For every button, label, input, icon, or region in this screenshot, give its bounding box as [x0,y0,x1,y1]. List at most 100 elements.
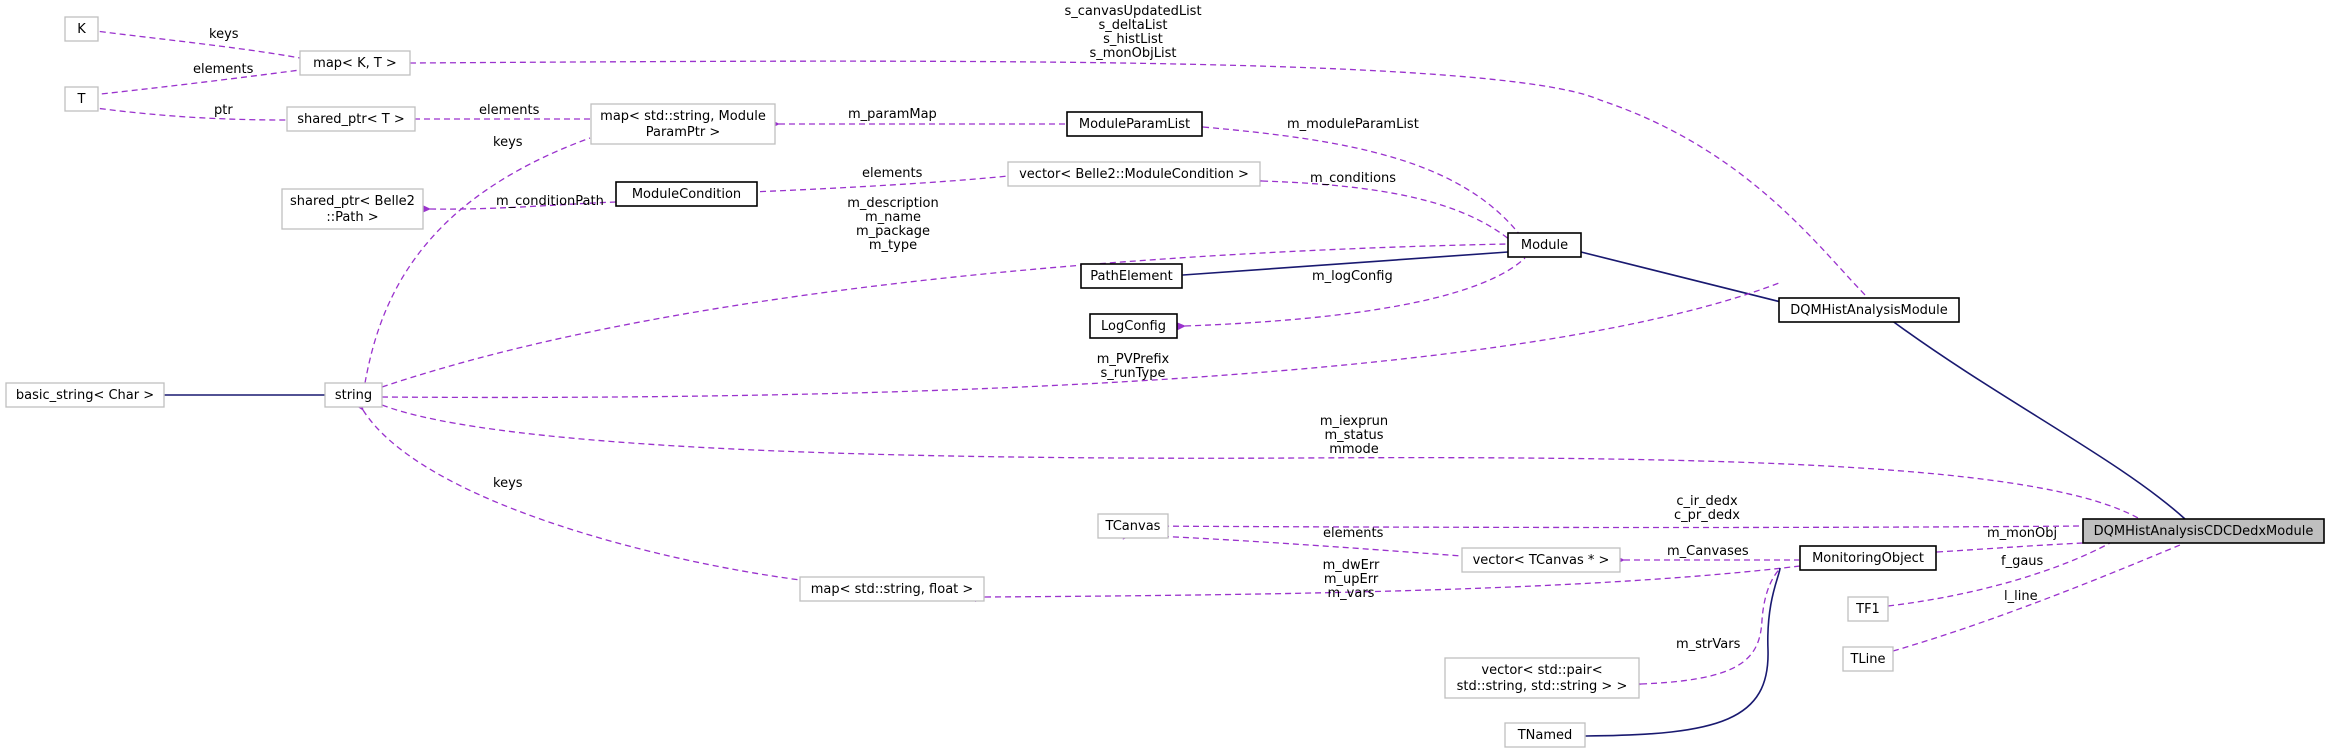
nodes: K T map< K, T > shared_ptr< T > map< std… [5,16,2325,748]
node-monitoring-object[interactable]: MonitoringObject [1799,545,1937,571]
label-f-gaus: f_gaus [2001,554,2044,569]
node-dqm-hist-analysis-module-label: DQMHistAnalysisModule [1790,303,1948,318]
node-path-element[interactable]: PathElement [1080,263,1183,289]
label-module-string-2: m_package [856,224,930,239]
label-iexprun-2: mmode [1329,442,1379,457]
node-basic-string[interactable]: basic_string< Char > [5,382,165,408]
node-vector-module-condition[interactable]: vector< Belle2::ModuleCondition > [1007,161,1261,187]
node-tline-label: TLine [1849,652,1885,667]
edge-vector-condition [739,175,1009,198]
node-log-config[interactable]: LogConfig [1089,313,1178,339]
label-ptr: ptr [214,103,233,118]
node-k[interactable]: K [64,16,99,42]
label-m-conditions: m_conditions [1310,171,1396,186]
label-keys-float: keys [493,476,523,491]
label-iexprun-1: m_status [1324,428,1383,443]
edge-mon-tnamed [1575,567,1781,742]
edge-module-vector-condition [1251,175,1511,241]
node-shared-ptr-t-label: shared_ptr< T > [297,112,404,127]
edge-cdc-dqm [1879,310,2186,520]
label-static-list-2: s_histList [1103,32,1163,47]
node-t[interactable]: T [64,86,99,112]
label-err-vars-0: m_dwErr [1323,558,1380,573]
edge-cdc-tcanvas [1122,520,2084,531]
label-static-list-1: s_deltaList [1099,18,1168,33]
node-module-param-list[interactable]: ModuleParamList [1066,111,1203,137]
node-vector-pair[interactable]: vector< std::pair< std::string, std::str… [1444,657,1640,699]
edge-labels: keys elements ptr elements m_paramMap ke… [193,4,2057,652]
node-tline[interactable]: TLine [1842,646,1894,672]
node-tcanvas[interactable]: TCanvas [1097,513,1169,539]
node-monitoring-object-label: MonitoringObject [1812,551,1924,566]
label-canvases-1: c_pr_dedx [1674,508,1740,523]
edge-map-kt-keys-k [69,22,301,59]
node-tf1[interactable]: TF1 [1847,596,1889,622]
node-vector-module-condition-label: vector< Belle2::ModuleCondition > [1019,167,1249,182]
edge-module-logconfig [1174,257,1526,332]
edge-map-kt-elements-t [71,69,301,103]
label-m-moduleParamList: m_moduleParamList [1287,117,1419,132]
edge-module-pathelement [1172,251,1509,281]
edge-vector-tcanvas [1122,529,1463,557]
label-static-list-0: s_canvasUpdatedList [1064,4,1201,19]
edge-mon-map-float [974,565,1801,603]
label-pv-prefix-1: s_runType [1101,366,1166,381]
label-module-string-1: m_name [865,210,921,225]
label-keys-k: keys [209,27,239,42]
node-shared-ptr-path[interactable]: shared_ptr< Belle2 ::Path > [281,188,424,230]
node-shared-ptr-path-label-2: ::Path > [326,210,378,225]
label-m-conditionPath: m_conditionPath [496,194,604,209]
label-l-line: l_line [2004,589,2038,604]
node-module-param-list-label: ModuleParamList [1079,117,1190,132]
label-m-paramMap: m_paramMap [848,107,937,122]
label-m-Canvases: m_Canvases [1667,544,1749,559]
edge-dqm-module [1570,244,1782,303]
label-elements-condition: elements [862,166,923,181]
node-tcanvas-label: TCanvas [1105,519,1161,534]
edge-mon-vector-pair [1630,567,1781,690]
edge-cdc-tline [1882,544,2181,659]
node-map-param[interactable]: map< std::string, Module ParamPtr > [590,103,776,145]
edge-module-string [370,243,1509,395]
node-tnamed-label: TNamed [1517,728,1573,743]
label-pv-prefix-0: m_PVPrefix [1097,352,1170,367]
node-map-kt-label: map< K, T > [313,56,397,71]
node-map-kt[interactable]: map< K, T > [299,50,411,76]
label-module-string-0: m_description [847,196,938,211]
node-map-float-label: map< std::string, float > [811,582,974,597]
edge-condition-path [419,201,617,214]
node-module-condition[interactable]: ModuleCondition [615,181,758,207]
node-tnamed[interactable]: TNamed [1504,722,1586,748]
node-map-float[interactable]: map< std::string, float > [799,576,985,602]
node-basic-string-label: basic_string< Char > [16,388,154,403]
edge-module-paramlist [1192,121,1521,236]
node-module[interactable]: Module [1507,232,1582,258]
label-elements-t: elements [193,62,254,77]
edge-map-float-string [353,398,801,581]
node-shared-ptr-t[interactable]: shared_ptr< T > [286,106,416,132]
node-string-label: string [335,388,372,403]
label-keys-string: keys [493,135,523,150]
node-vector-tcanvas[interactable]: vector< TCanvas * > [1461,547,1621,573]
node-vector-pair-label-1: vector< std::pair< [1481,663,1602,678]
node-string[interactable]: string [324,382,383,408]
edge-cdc-string [370,396,2139,519]
label-err-vars-1: m_upErr [1324,572,1379,587]
node-module-label: Module [1521,238,1568,253]
edge-dqm-string [371,282,1780,402]
label-m-monObj: m_monObj [1987,526,2057,541]
edge-dqm-map-kt [399,58,1871,301]
edge-cdc-tf1 [1877,542,2111,613]
node-t-label: T [77,92,86,107]
node-dqm-hist-analysis-module[interactable]: DQMHistAnalysisModule [1778,297,1960,323]
label-canvases-0: c_ir_dedx [1676,494,1738,509]
label-m-strVars: m_strVars [1676,637,1741,652]
label-elements-tcanvas: elements [1323,526,1384,541]
node-vector-pair-label-2: std::string, std::string > > [1457,679,1628,694]
node-dqm-cdc-dedx[interactable]: DQMHistAnalysisCDCDedxModule [2082,518,2325,544]
node-map-param-label-2: ParamPtr > [646,125,721,140]
edge-cdc-mon [1926,542,2084,558]
label-elements-shared: elements [479,103,540,118]
node-k-label: K [77,22,86,37]
